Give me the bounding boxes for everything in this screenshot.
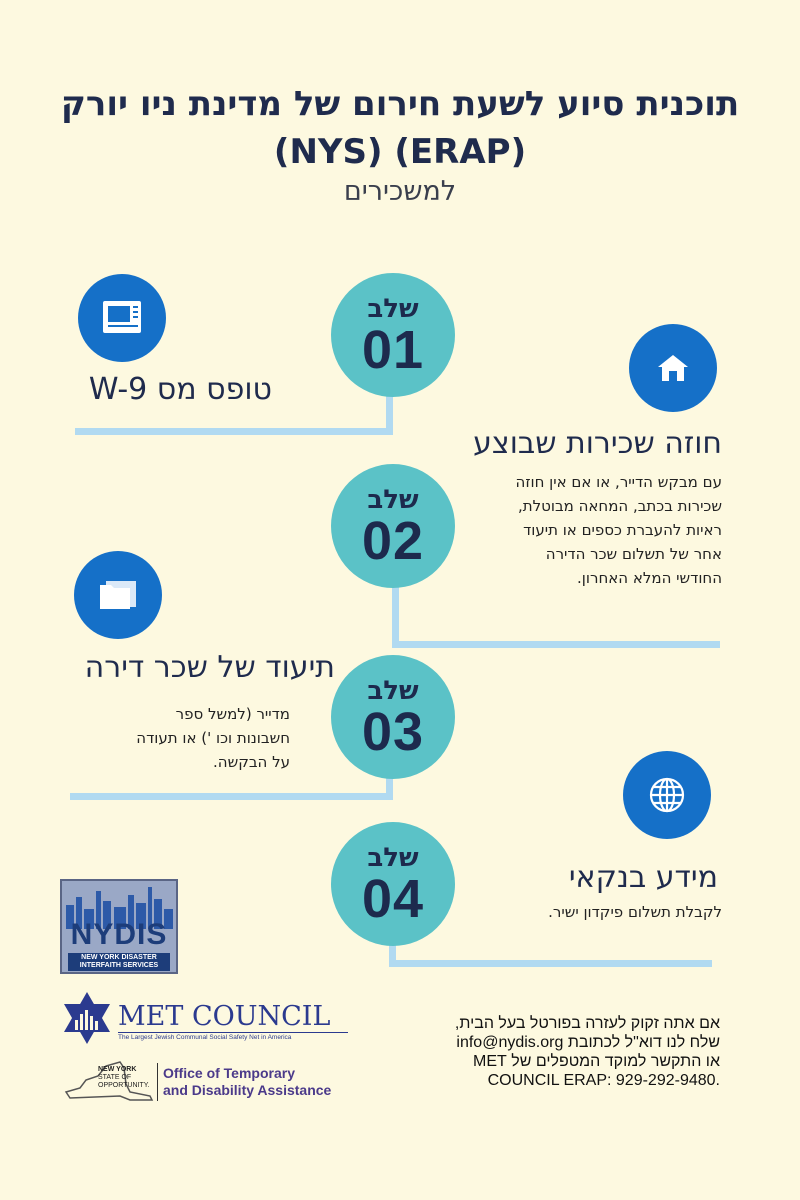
lease-body-line: החודשי המלא האחרון. — [577, 569, 722, 587]
step-label: שלב — [367, 676, 419, 706]
rent-heading: תיעוד של שכר דירה — [84, 650, 335, 685]
nydis-subtitle-line: NEW YORK DISASTER — [81, 954, 157, 961]
rent-body-line: מדייר (למשל ספר — [175, 705, 290, 723]
step-number: 04 — [361, 869, 425, 929]
folder-icon — [100, 581, 136, 609]
rent-body-line: חשבונות וכו ') או תעודה — [136, 729, 290, 747]
folder-icon-circle — [74, 551, 162, 639]
otda-line: Office of Temporary — [163, 1065, 295, 1081]
otda-line: and Disability Assistance — [163, 1082, 332, 1098]
connector-line-3 — [70, 793, 393, 800]
connector-line-2v — [392, 575, 399, 648]
globe-icon — [649, 777, 685, 813]
bank-body: לקבלת תשלום פיקדון ישיר. — [548, 903, 722, 921]
w9-heading: טופס מס W-9 — [88, 372, 272, 407]
nydis-subtitle-line: INTERFAITH SERVICES — [79, 962, 159, 969]
star-of-david-icon — [64, 992, 110, 1044]
lease-body-line: ראיות להעברת כספים או תיעוד — [523, 521, 722, 539]
house-icon-circle — [629, 324, 717, 412]
monitor-icon — [103, 301, 141, 333]
otda-name: Office of Temporary and Disability Assis… — [163, 1065, 331, 1099]
lease-body-line: עם מבקש הדייר, או אם אין חוזה — [515, 473, 722, 491]
contact-line: אם אתה זקוק לעזרה בפורטל בעל הבית, — [454, 1015, 720, 1032]
step-number: 03 — [361, 702, 425, 762]
connector-line-4 — [389, 960, 712, 967]
page-title-acronym: (ERAP) (NYS) — [273, 132, 527, 172]
step-label: שלב — [367, 485, 419, 515]
rent-body-line: על הבקשה. — [213, 753, 290, 771]
connector-line-1v — [386, 395, 393, 435]
step-label: שלב — [367, 843, 419, 873]
lease-body: עם מבקש הדייר, או אם אין חוזה שכירות בכת… — [460, 470, 722, 590]
page-title: תוכנית סיוע לשעת חירום של מדינת ניו יורק — [60, 84, 740, 124]
step-3-circle: שלב 03 — [331, 655, 455, 779]
connector-line-4v — [389, 930, 396, 967]
contact-line: .COUNCIL ERAP: 929-292-9480 — [487, 1072, 720, 1089]
step-number: 01 — [361, 320, 425, 380]
connector-line-3v — [386, 770, 393, 800]
skyline-graphic — [66, 887, 173, 929]
lease-body-line: שכירות בכתב, המחאה מבוטלת, — [518, 497, 722, 515]
ny-state-text: NEW YORK STATE OF OPPORTUNITY. — [98, 1066, 149, 1090]
ny-state-line: NEW YORK — [98, 1066, 137, 1073]
nydis-logo: NYDIS NEW YORK DISASTER INTERFAITH SERVI… — [60, 879, 178, 974]
contact-line: או התקשר למוקד המטפלים של MET — [472, 1053, 720, 1070]
step-label: שלב — [367, 294, 419, 324]
step-number: 02 — [361, 511, 425, 571]
step-1-circle: שלב 01 — [331, 273, 455, 397]
nydis-name: NYDIS — [70, 918, 168, 951]
bank-heading: מידע בנקאי — [568, 860, 718, 895]
globe-icon-circle — [623, 751, 711, 839]
lease-heading: חוזה שכירות שבוצע — [473, 426, 722, 461]
ny-state-line: STATE OF — [98, 1074, 132, 1081]
ny-state-map-icon — [64, 1061, 154, 1101]
connector-line-1 — [75, 428, 393, 435]
monitor-icon-circle — [78, 274, 166, 362]
house-icon — [658, 355, 688, 381]
rent-body: מדייר (למשל ספר חשבונות וכו ') או תעודה … — [80, 702, 290, 774]
step-4-circle: שלב 04 — [331, 822, 455, 946]
ny-state-line: OPPORTUNITY. — [98, 1082, 150, 1089]
contact-info: אם אתה זקוק לעזרה בפורטל בעל הבית, שלח ל… — [398, 1014, 720, 1090]
step-2-circle: שלב 02 — [331, 464, 455, 588]
met-council-name: MET COUNCIL — [118, 1001, 331, 1032]
contact-line: שלח לנו דוא"ל לכתובת info@nydis.org — [456, 1034, 720, 1051]
page-subtitle: למשכירים — [343, 176, 457, 207]
nydis-subtitle: NEW YORK DISASTER INTERFAITH SERVICES — [68, 953, 170, 971]
otda-divider — [157, 1063, 158, 1101]
met-council-tagline: The Largest Jewish Communal Social Safet… — [118, 1032, 348, 1041]
connector-line-2 — [392, 641, 720, 648]
lease-body-line: אחר של תשלום שכר הדירה — [545, 545, 722, 563]
